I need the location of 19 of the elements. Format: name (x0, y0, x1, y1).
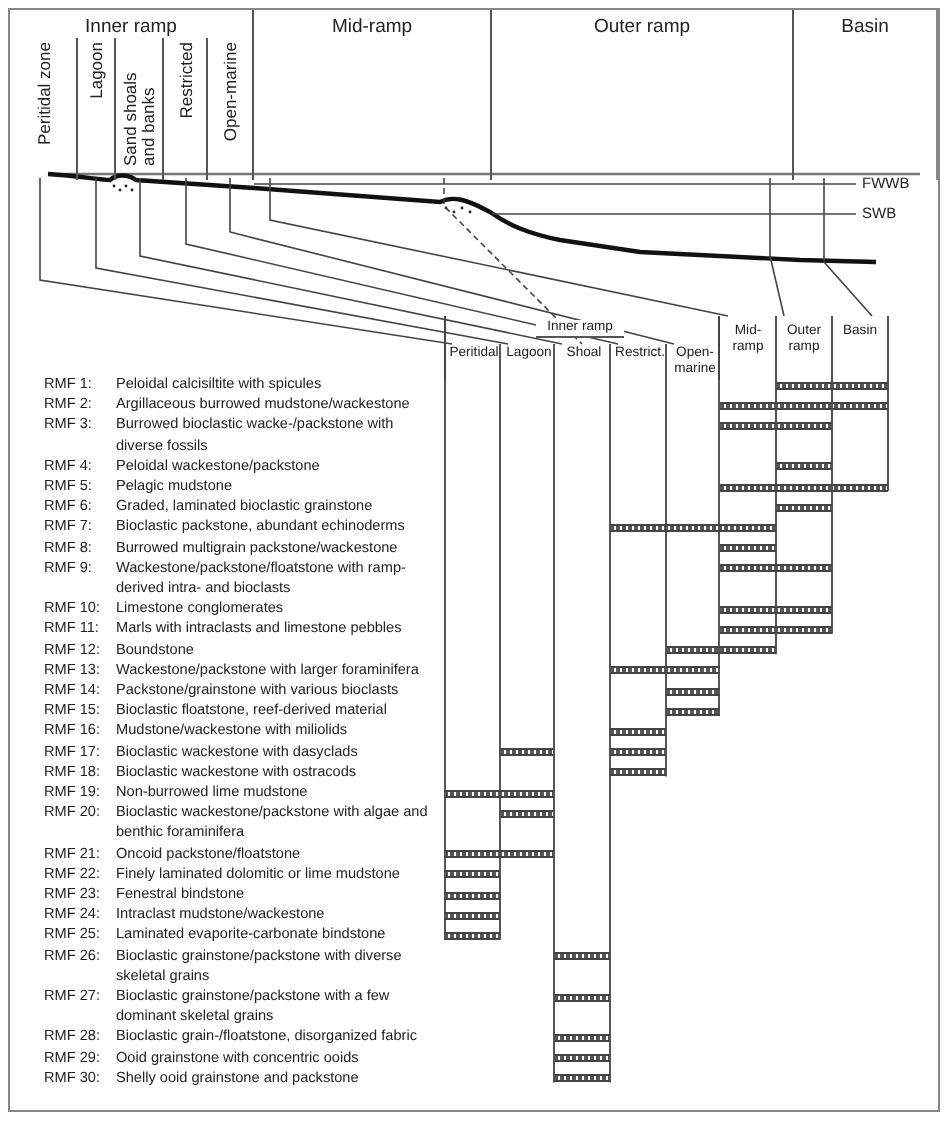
zone-label: Restricted (177, 42, 195, 119)
zone-heading: Outer ramp (591, 16, 693, 38)
zone-label: Sand shoals and banks (122, 70, 158, 166)
zone-heading: Inner ramp (83, 16, 179, 38)
leader-line (39, 177, 453, 345)
leader-line (139, 177, 563, 345)
zone-heading: Basin (839, 16, 891, 38)
zone-label: Lagoon (88, 42, 106, 99)
zone-label: Peritidal zone (35, 42, 53, 146)
zone-band (444, 316, 720, 380)
leader-line (95, 177, 509, 345)
leader-line (769, 177, 785, 317)
leader-line (185, 177, 619, 345)
zone-label: Open-marine (221, 42, 239, 142)
leader-line (229, 177, 675, 345)
zone-heading: Mid-ramp (329, 16, 415, 38)
leader-line (823, 177, 873, 317)
leader-line (269, 177, 729, 317)
leader-line (443, 177, 583, 345)
